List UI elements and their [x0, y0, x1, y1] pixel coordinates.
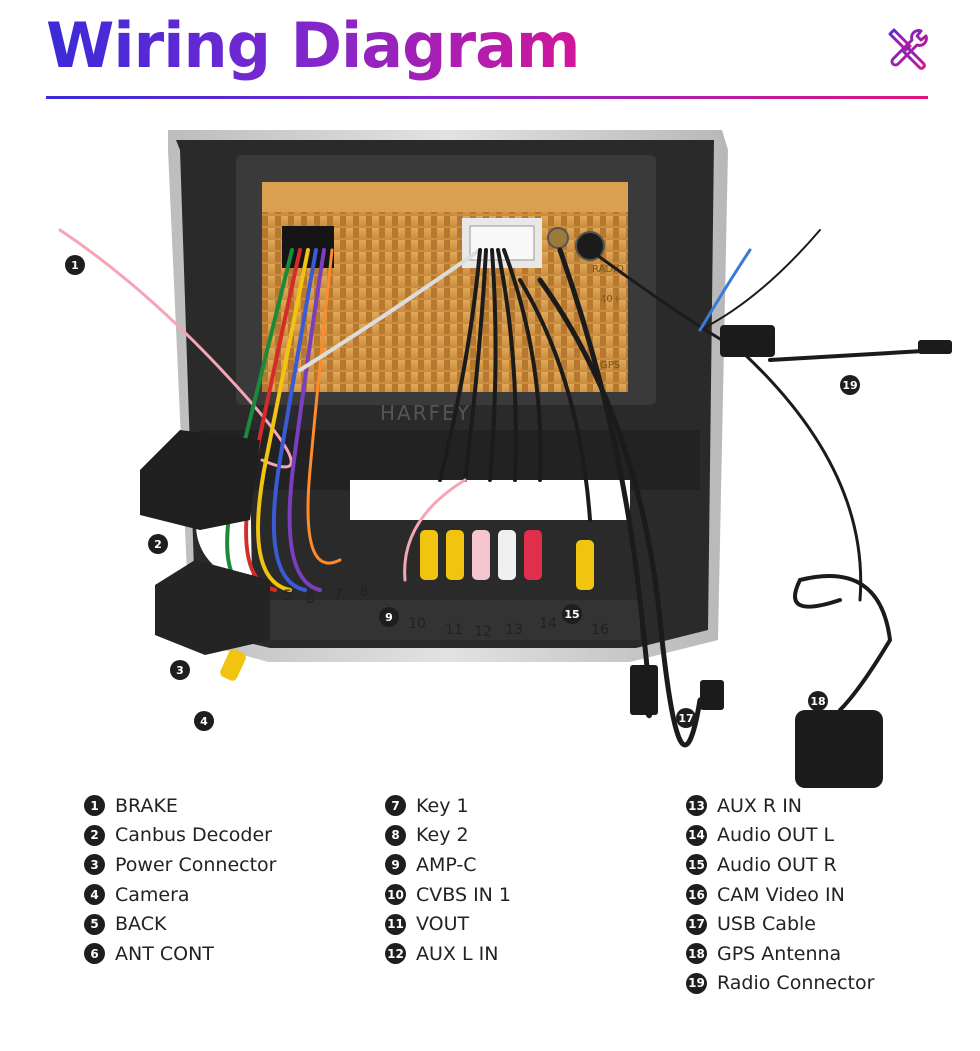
legend-label: Radio Connector — [717, 972, 875, 995]
legend-label: ANT CONT — [115, 942, 214, 965]
svg-text:17: 17 — [678, 712, 693, 725]
legend-badge: 9 — [385, 854, 406, 876]
legend-item: 14 Audio OUT L — [686, 821, 874, 851]
callout-15: 15 — [562, 604, 582, 624]
panel-label-gps: GPS — [600, 360, 620, 371]
legend-item: 10 CVBS IN 1 — [385, 880, 511, 910]
callout-13: 13 — [505, 622, 523, 638]
legend-item: 17 USB Cable — [686, 909, 874, 939]
legend-item: 15 Audio OUT R — [686, 850, 874, 880]
callout-16: 16 — [591, 622, 609, 638]
svg-text:4: 4 — [200, 715, 208, 728]
legend-label: USB Cable — [717, 913, 816, 936]
legend-item: 16 CAM Video IN — [686, 880, 874, 910]
legend-column-3: 13 AUX R IN 14 Audio OUT L 15 Audio OUT R 1… — [686, 791, 874, 998]
legend-badge: 10 — [385, 884, 406, 906]
legend-label: AUX L IN — [416, 942, 499, 965]
callout-14: 14 — [539, 616, 557, 632]
callout-10: 10 — [408, 616, 426, 632]
page-title: Wiring Diagram — [46, 6, 581, 86]
legend-label: CVBS IN 1 — [416, 883, 512, 906]
callout-1: 1 — [65, 255, 85, 275]
legend-label: Key 1 — [416, 794, 469, 817]
legend-badge: 7 — [385, 795, 406, 817]
legend-item: 18 GPS Antenna — [686, 939, 874, 969]
legend-item: 5 BACK — [84, 909, 276, 939]
callout-19: 19 — [840, 375, 860, 395]
legend-label: BACK — [115, 913, 167, 936]
legend-badge: 17 — [686, 913, 707, 935]
legend-label: Key 2 — [416, 824, 469, 847]
legend-item: 11 VOUT — [385, 909, 511, 939]
legend-label: BRAKE — [115, 794, 178, 817]
svg-text:2: 2 — [154, 538, 162, 551]
rca-plugs — [220, 530, 594, 681]
callout-5: 5 — [284, 588, 293, 604]
legend-badge: 1 — [84, 795, 105, 817]
legend-badge: 4 — [84, 884, 105, 906]
wiring-diagram: RADIO 40+ GPS HARFEY — [58, 130, 952, 788]
callout-4: 4 — [194, 711, 214, 731]
legend-badge: 8 — [385, 824, 406, 846]
callout-18: 18 — [808, 691, 828, 711]
legend-badge: 3 — [84, 854, 105, 876]
legend-badge: 12 — [385, 943, 406, 965]
legend-label: Canbus Decoder — [115, 824, 272, 847]
legend-badge: 11 — [385, 913, 406, 935]
callout-17: 17 — [676, 708, 696, 728]
legend-badge: 14 — [686, 824, 707, 846]
legend-item: 6 ANT CONT — [84, 939, 276, 969]
legend-badge: 5 — [84, 913, 105, 935]
svg-text:1: 1 — [71, 259, 79, 272]
panel-label-40: 40+ — [600, 294, 621, 305]
legend-item: 12 AUX L IN — [385, 939, 511, 969]
legend-label: AMP-C — [416, 853, 477, 876]
callout-11: 11 — [445, 622, 463, 638]
callout-3: 3 — [170, 660, 190, 680]
hardware-parts — [140, 325, 952, 788]
callout-7: 7 — [334, 587, 343, 603]
legend-item: 8 Key 2 — [385, 821, 511, 851]
legend-item: 13 AUX R IN — [686, 791, 874, 821]
legend-item: 3 Power Connector — [84, 850, 276, 880]
legend-item: 7 Key 1 — [385, 791, 511, 821]
legend-badge: 6 — [84, 943, 105, 965]
legend-item: 9 AMP-C — [385, 850, 511, 880]
svg-text:19: 19 — [842, 379, 857, 392]
legend-badge: 16 — [686, 884, 707, 906]
callout-6: 6 — [306, 591, 315, 607]
svg-text:3: 3 — [176, 664, 184, 677]
legend-item: 2 Canbus Decoder — [84, 821, 276, 851]
svg-text:18: 18 — [810, 695, 825, 708]
wrench-screwdriver-icon — [888, 28, 928, 70]
legend-label: Audio OUT L — [717, 824, 835, 847]
legend-badge: 13 — [686, 795, 707, 817]
legend-label: CAM Video IN — [717, 883, 845, 906]
legend-label: Power Connector — [115, 853, 277, 876]
svg-text:15: 15 — [564, 608, 579, 621]
legend-item: 19 Radio Connector — [686, 969, 874, 999]
legend-badge: 18 — [686, 943, 707, 965]
callout-9: 9 — [379, 607, 399, 627]
panel-label-radio: RADIO — [592, 264, 624, 275]
legend-label: Camera — [115, 883, 190, 906]
legend-badge: 19 — [686, 972, 707, 994]
callout-2: 2 — [148, 534, 168, 554]
callout-12: 12 — [474, 624, 492, 640]
legend-label: VOUT — [416, 913, 470, 936]
wire-bundle — [58, 228, 942, 748]
title-divider — [46, 96, 928, 99]
legend-badge: 15 — [686, 854, 707, 876]
legend-label: GPS Antenna — [717, 942, 842, 965]
legend-badge: 2 — [84, 824, 105, 846]
legend-item: 4 Camera — [84, 880, 276, 910]
svg-text:9: 9 — [385, 611, 393, 624]
legend-label: AUX R IN — [717, 794, 803, 817]
callout-8: 8 — [360, 584, 369, 600]
legend-item: 1 BRAKE — [84, 791, 276, 821]
legend-label: Audio OUT R — [717, 853, 837, 876]
